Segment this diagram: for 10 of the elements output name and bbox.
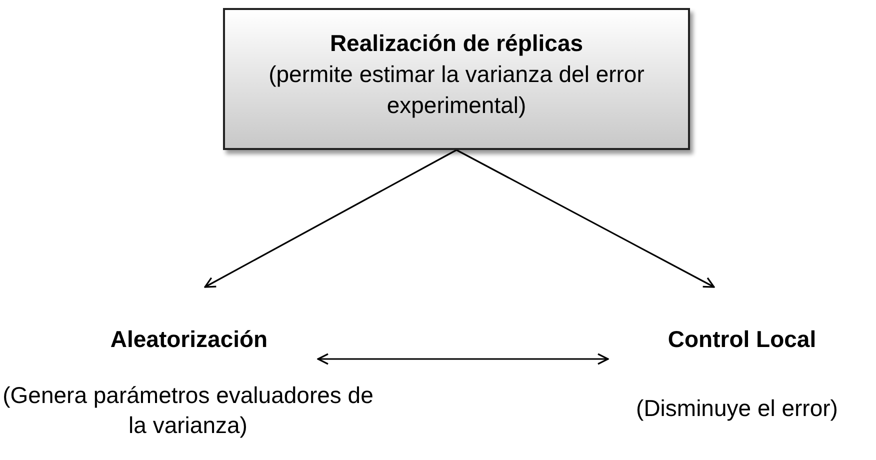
box-heading: Realización de réplicas xyxy=(328,29,584,58)
node-caption: (Disminuye el error) xyxy=(635,394,839,423)
node-caption: (Genera parámetros evaluadores de la varianza) xyxy=(2,381,374,440)
process-box xyxy=(223,8,690,150)
box-description: (permite estimar la varianza del error experimental) xyxy=(268,60,646,120)
double-arrow xyxy=(317,353,609,365)
arrow xyxy=(204,149,457,288)
node-heading: Aleatorización xyxy=(110,325,268,354)
node-heading: Control Local xyxy=(668,325,816,354)
arrow xyxy=(456,149,715,288)
